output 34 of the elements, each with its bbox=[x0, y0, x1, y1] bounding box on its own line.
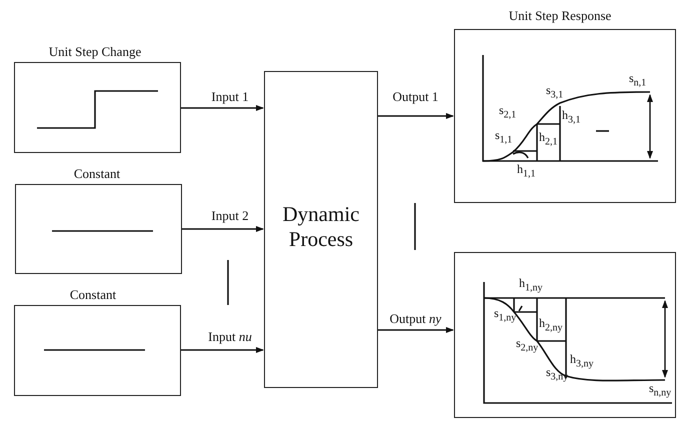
curve-point-label: s$_{2,1}$ bbox=[499, 103, 516, 120]
edge-label: Input 1 bbox=[211, 89, 249, 105]
edge-label: Input 2 bbox=[211, 208, 249, 224]
curve-point-label: h$_{1,1}$ bbox=[517, 162, 536, 180]
curve-point-label: h$_{2,1}$ bbox=[539, 130, 558, 148]
curve-point-label: s$_{n,ny}$ bbox=[649, 381, 672, 398]
edge-label: Input nu bbox=[208, 329, 252, 345]
plot-panel bbox=[454, 29, 676, 203]
arrow bbox=[378, 113, 454, 119]
signal-box bbox=[14, 305, 181, 396]
curve-point-label: s$_{3,1}$ bbox=[546, 83, 564, 100]
curve-point-label: s$_{1,1}$ bbox=[495, 128, 512, 146]
curve-point-label: s$_{1,ny}$ bbox=[494, 306, 516, 324]
curve-point-label: h$_{3,1}$ bbox=[562, 108, 580, 126]
panel-heading: Unit Step Response bbox=[508, 8, 612, 24]
curve-point-label: s$_{n,1}$ bbox=[629, 71, 646, 88]
signal-box bbox=[15, 184, 182, 274]
arrow bbox=[182, 226, 264, 232]
edge-label: Output ny bbox=[390, 311, 442, 327]
curve-point-label: h$_{2,ny}$ bbox=[539, 316, 562, 334]
arrow bbox=[378, 327, 454, 333]
edge-label: Output 1 bbox=[392, 89, 438, 105]
arrow bbox=[181, 347, 264, 353]
panel-heading: Constant bbox=[74, 166, 120, 182]
process-box bbox=[264, 71, 378, 388]
panel-heading: Unit Step Change bbox=[48, 44, 142, 60]
arrow bbox=[181, 105, 264, 111]
curve-point-label: h$_{1,ny}$ bbox=[519, 276, 542, 294]
curve-point-label: s$_{2,ny}$ bbox=[516, 336, 538, 354]
process-label: Dynamic Process bbox=[282, 202, 360, 252]
plot-panel bbox=[454, 252, 676, 418]
signal-box bbox=[14, 62, 181, 153]
curve-point-label: h$_{3,ny}$ bbox=[570, 352, 594, 370]
panel-heading: Constant bbox=[70, 287, 116, 303]
